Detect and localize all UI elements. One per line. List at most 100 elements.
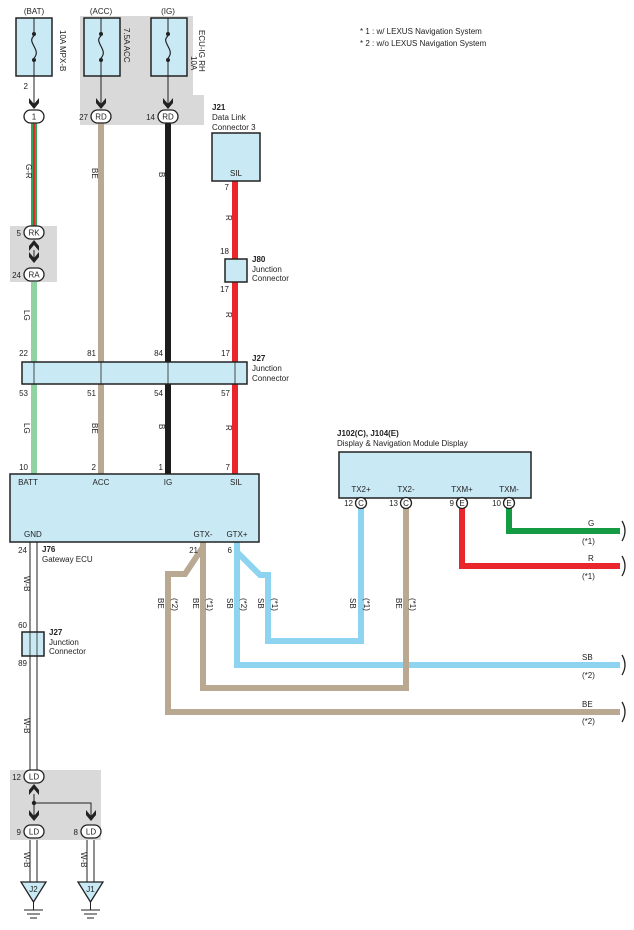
data-link-connector-j21: SIL J21 Data Link Connector 3 7 bbox=[211, 103, 261, 192]
svg-text:J27: J27 bbox=[252, 354, 266, 363]
wire-be-right-label: BE bbox=[582, 700, 593, 709]
wire-r-2 bbox=[232, 282, 238, 362]
svg-text:9: 9 bbox=[450, 499, 455, 508]
wire-r-3 bbox=[232, 384, 238, 474]
svg-text:7: 7 bbox=[225, 183, 230, 192]
wire-be-tx2m-variant: (*1) bbox=[408, 598, 417, 611]
ground-j1-icon: J1 bbox=[76, 881, 105, 919]
wire-sb-v2 bbox=[234, 542, 620, 668]
gateway-ecu-j76: BATT ACC IG SIL GND GTX- GTX+ 10 2 1 7 2… bbox=[9, 463, 260, 564]
wire-w-b-ground bbox=[29, 540, 95, 882]
junction-connector-j80: J80 Junction Connector 18 17 bbox=[220, 247, 289, 294]
wire-be-tx2m-label: BE bbox=[394, 598, 403, 609]
wire-g-right-label: G bbox=[588, 519, 594, 528]
source-bat: (BAT) bbox=[24, 7, 45, 16]
svg-text:Connector: Connector bbox=[252, 374, 289, 383]
svg-text:IG: IG bbox=[164, 478, 172, 487]
wire-r-display bbox=[459, 508, 620, 569]
svg-text:53: 53 bbox=[19, 389, 28, 398]
wire-sb-tx2p-variant: (*1) bbox=[362, 598, 371, 611]
svg-text:J27: J27 bbox=[49, 628, 63, 637]
svg-text:RD: RD bbox=[162, 113, 174, 122]
source-ig: (IG) bbox=[161, 7, 175, 16]
svg-text:18: 18 bbox=[220, 247, 229, 256]
wire-sb-v1 bbox=[234, 508, 364, 644]
wire-be-v2-variant: (*2) bbox=[170, 598, 179, 611]
wire-be-v2 bbox=[165, 545, 620, 715]
svg-text:12: 12 bbox=[344, 499, 353, 508]
wire-be-right-variant: (*2) bbox=[582, 717, 595, 726]
wire-b-ig-lower bbox=[165, 384, 171, 474]
wire-be-v2-label: BE bbox=[156, 598, 165, 609]
svg-text:SIL: SIL bbox=[230, 478, 243, 487]
wire-lg-upper-label: LG bbox=[22, 310, 31, 321]
svg-text:LD: LD bbox=[29, 773, 39, 782]
wire-w-b-label-1: W-B bbox=[22, 576, 31, 591]
svg-text:Display & Navigation Module Di: Display & Navigation Module Display bbox=[337, 439, 468, 448]
svg-text:E: E bbox=[459, 499, 464, 508]
fuse-ecu-ig-rh: 10A ECU-IG RH bbox=[150, 17, 206, 77]
svg-text:C: C bbox=[403, 499, 409, 508]
wire-w-b-label-4: W-B bbox=[79, 852, 88, 867]
svg-text:LD: LD bbox=[29, 828, 39, 837]
svg-text:TXM-: TXM- bbox=[499, 485, 519, 494]
junction-connector-j27-ground: J27 Junction Connector 60 89 bbox=[18, 621, 86, 668]
svg-text:24: 24 bbox=[12, 271, 21, 280]
svg-text:RA: RA bbox=[28, 271, 40, 280]
svg-text:10: 10 bbox=[492, 499, 501, 508]
wire-r-1 bbox=[232, 181, 238, 259]
wire-b-ig-upper-label: B bbox=[157, 172, 166, 177]
svg-text:Connector: Connector bbox=[49, 647, 86, 656]
svg-text:51: 51 bbox=[87, 389, 96, 398]
wire-g-display bbox=[506, 508, 620, 534]
wire-sb-right-label: SB bbox=[582, 653, 593, 662]
svg-text:GTX-: GTX- bbox=[193, 530, 212, 539]
svg-text:60: 60 bbox=[18, 621, 27, 630]
fuse-mpx-b: 10A MPX-B bbox=[15, 17, 67, 77]
svg-text:TXM+: TXM+ bbox=[451, 485, 473, 494]
wire-r-right-variant: (*1) bbox=[582, 572, 595, 581]
wire-r-2-label: R bbox=[224, 312, 233, 318]
svg-text:10: 10 bbox=[19, 463, 28, 472]
svg-text:RD: RD bbox=[95, 113, 107, 122]
continuation-marks bbox=[621, 520, 626, 723]
svg-text:24: 24 bbox=[18, 546, 27, 555]
display-navigation-module: J102(C), J104(E) Display & Navigation Mo… bbox=[337, 429, 532, 499]
svg-text:J1: J1 bbox=[86, 885, 95, 894]
connector-rd-14: RD 14 bbox=[146, 109, 179, 124]
pin-bat-fuse-out: 2 bbox=[24, 82, 29, 91]
wire-r-1-label: R bbox=[224, 215, 233, 221]
svg-text:1: 1 bbox=[159, 463, 164, 472]
svg-text:57: 57 bbox=[221, 389, 230, 398]
connector-rk: RK 5 bbox=[17, 225, 45, 240]
wire-be-acc-lower bbox=[98, 384, 104, 474]
svg-text:21: 21 bbox=[189, 546, 198, 555]
svg-text:C: C bbox=[358, 499, 364, 508]
svg-text:22: 22 bbox=[19, 349, 28, 358]
source-acc: (ACC) bbox=[90, 7, 113, 16]
terminal-12-c: C 12 bbox=[344, 496, 368, 510]
note-2: * 2 : w/o LEXUS Navigation System bbox=[360, 39, 487, 48]
wire-be-v1-variant: (*1) bbox=[205, 598, 214, 611]
svg-text:1: 1 bbox=[32, 113, 37, 122]
fuse-ecu-ig-label-1: 10A bbox=[189, 56, 198, 71]
svg-text:TX2-: TX2- bbox=[397, 485, 415, 494]
svg-text:6: 6 bbox=[228, 546, 233, 555]
wire-lg-lower-label: LG bbox=[22, 423, 31, 434]
svg-text:89: 89 bbox=[18, 659, 27, 668]
wire-sb-tx2p-label: SB bbox=[348, 598, 357, 609]
svg-text:Connector 3: Connector 3 bbox=[212, 123, 256, 132]
svg-text:7: 7 bbox=[226, 463, 231, 472]
terminal-9-e: E 9 bbox=[450, 496, 469, 510]
svg-text:ACC: ACC bbox=[93, 478, 110, 487]
svg-text:9: 9 bbox=[17, 828, 22, 837]
wire-lg-upper bbox=[31, 282, 37, 362]
svg-text:BATT: BATT bbox=[18, 478, 38, 487]
svg-text:Junction: Junction bbox=[252, 265, 282, 274]
note-1: * 1 : w/ LEXUS Navigation System bbox=[360, 27, 482, 36]
ground-j2-icon: J2 bbox=[19, 881, 48, 919]
svg-text:Junction: Junction bbox=[49, 638, 79, 647]
wire-w-b-label-2: W-B bbox=[22, 718, 31, 733]
svg-text:81: 81 bbox=[87, 349, 96, 358]
